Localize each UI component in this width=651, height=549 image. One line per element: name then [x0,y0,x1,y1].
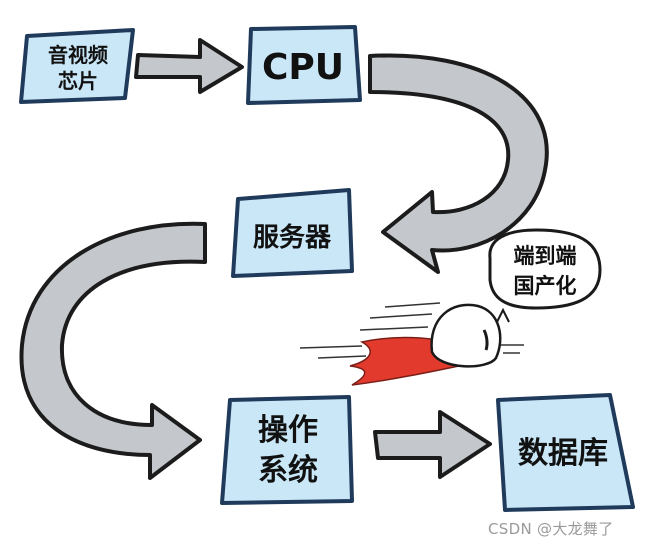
arrow-server-to-os [21,224,205,478]
node-server-label: 服务器 [253,223,332,253]
mascot-head [432,305,501,367]
node-chip: 音视频 芯片 [21,30,133,102]
node-cpu: CPU [248,27,360,103]
node-server: 服务器 [233,190,352,276]
node-database-label: 数据库 [518,436,608,471]
node-os: 操作 系统 [222,397,352,503]
speech-bubble-line-2: 国产化 [514,274,577,298]
node-database: 数据库 [498,395,633,510]
node-cpu-label: CPU [262,47,344,88]
speech-bubble: 端到端 国产化 [490,230,600,308]
arrow-chip-to-cpu [136,40,242,92]
speech-tail [497,310,509,322]
node-chip-label-1: 音视频 [48,43,108,67]
flying-mascot [300,303,524,385]
node-os-label-1: 操作 [258,413,318,448]
speech-bubble-line-1: 端到端 [514,244,577,268]
arrow-os-to-database [375,412,490,477]
node-os-label-2: 系统 [258,453,318,488]
node-chip-label-2: 芯片 [58,69,98,93]
watermark: CSDN @大龙舞了 [488,518,614,539]
